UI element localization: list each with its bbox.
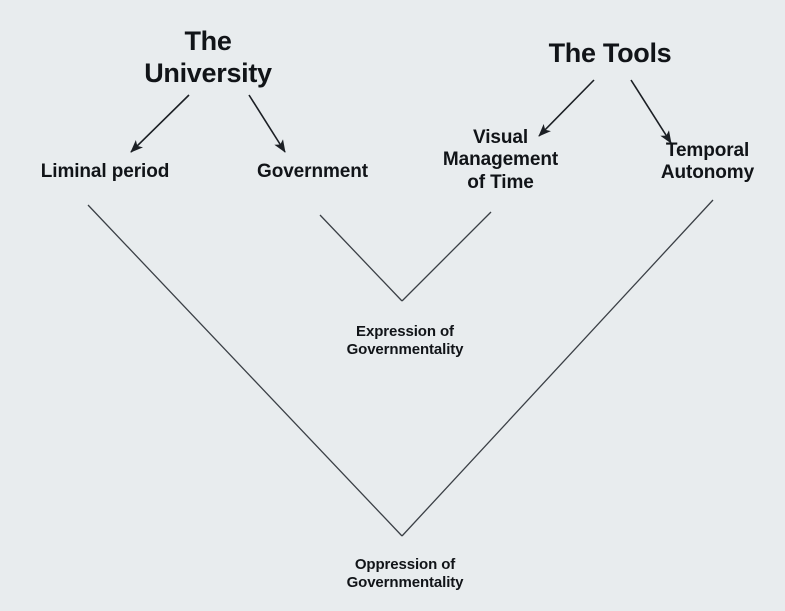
- node-government: Government: [257, 161, 368, 182]
- edge-tools-to-visual-management: [538, 79, 595, 137]
- edge-university-to-government: [248, 94, 286, 153]
- node-liminal-period: Liminal period: [40, 161, 170, 182]
- node-expression-of-governmentality: Expression of Governmentality: [346, 323, 464, 358]
- edge-temporal-autonomy-to-oppression: [401, 199, 714, 537]
- node-visual-management-of-time: Visual Management of Time: [442, 127, 559, 193]
- node-oppression-of-governmentality: Oppression of Governmentality: [346, 556, 464, 591]
- node-the-tools: The Tools: [548, 38, 672, 68]
- edge-liminal-to-oppression: [87, 204, 403, 537]
- node-temporal-autonomy: Temporal Autonomy: [660, 140, 755, 184]
- edge-university-to-liminal: [130, 94, 190, 153]
- node-the-university: The University: [144, 26, 272, 88]
- edge-government-to-expression: [319, 214, 403, 302]
- edge-visual-management-to-expression: [401, 211, 492, 302]
- edge-tools-to-temporal-autonomy: [630, 79, 672, 144]
